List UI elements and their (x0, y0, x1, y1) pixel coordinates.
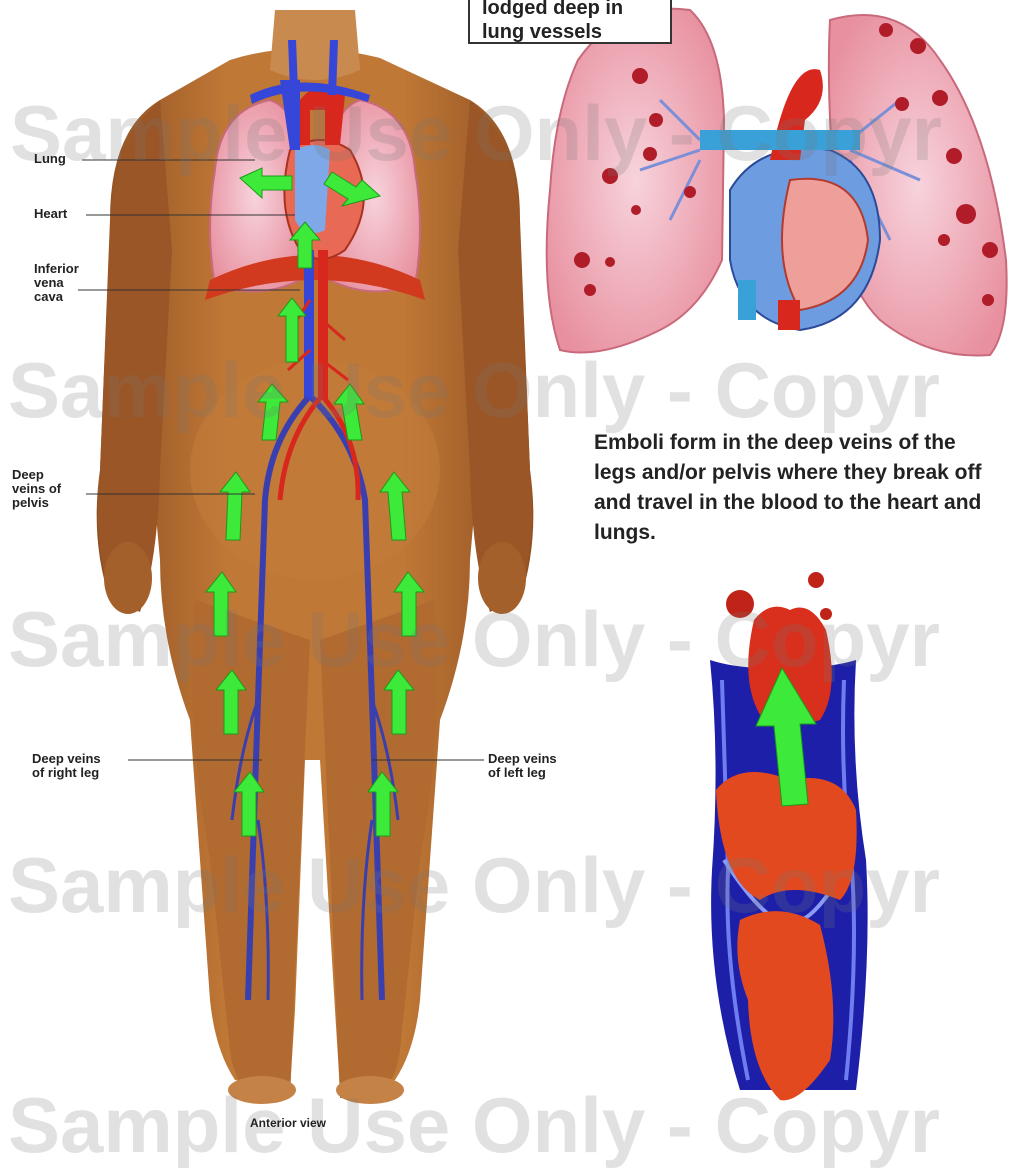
illustration: Sample Use Only - Copyr Sample Use Only … (0, 0, 1012, 1134)
label-pelvis-line-2: veins of (12, 482, 61, 496)
right-foot (228, 1076, 296, 1104)
label-left-leg: Deep veins of left leg (488, 752, 557, 780)
label-ivc-line-1: Inferior (34, 262, 79, 276)
description-text: Emboli form in the deep veins of the leg… (594, 428, 984, 548)
label-pelvis-line-3: pelvis (12, 496, 61, 510)
belly (190, 360, 440, 580)
detail-pulmonary (700, 130, 860, 150)
label-ivc-line-3: cava (34, 290, 79, 304)
label-heart: Heart (34, 207, 67, 221)
label-right-leg-line-1: Deep veins (32, 752, 101, 766)
callout-line-2: lung vessels (482, 20, 658, 44)
heart-blue (295, 145, 330, 233)
label-left-leg-line-1: Deep veins (488, 752, 557, 766)
neck (270, 10, 360, 80)
label-pelvis: Deep veins of pelvis (12, 468, 61, 510)
clot-fragment-2 (808, 572, 824, 588)
lungs-detail (547, 9, 1007, 356)
label-right-leg-line-2: of right leg (32, 766, 101, 780)
callout-line-1: lodged deep in (482, 0, 658, 20)
clot-fragment-3 (820, 608, 832, 620)
label-pelvis-line-1: Deep (12, 468, 61, 482)
detail-ivc (738, 280, 756, 320)
detail-desc-aorta (778, 300, 800, 330)
ivc-trunk (304, 250, 314, 400)
left-foot (336, 1076, 404, 1104)
detail-right-lung (547, 9, 724, 353)
label-ivc-line-2: vena (34, 276, 79, 290)
clot-fragment-1 (726, 590, 754, 618)
label-left-leg-line-2: of left leg (488, 766, 557, 780)
left-hand (478, 542, 526, 614)
label-right-leg: Deep veins of right leg (32, 752, 101, 780)
label-lung: Lung (34, 152, 66, 166)
label-ivc: Inferior vena cava (34, 262, 79, 304)
vein-section (710, 572, 868, 1100)
right-hand (104, 542, 152, 614)
artwork (0, 0, 1012, 1134)
callout-box: lodged deep in lung vessels (468, 0, 672, 44)
view-caption: Anterior view (250, 1116, 326, 1130)
